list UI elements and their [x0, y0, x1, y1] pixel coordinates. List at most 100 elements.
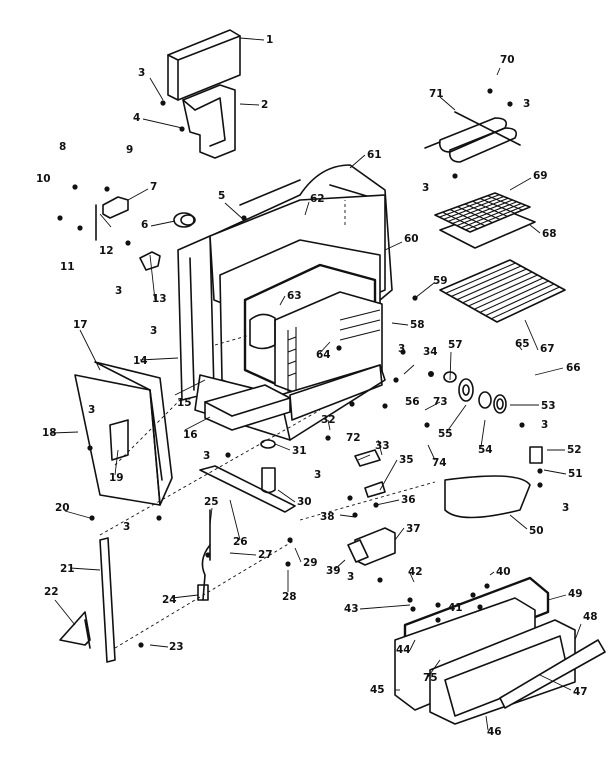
leader-line: [427, 444, 436, 461]
leader-line: [359, 604, 411, 610]
callout-40: 40: [496, 566, 511, 578]
leader-line: [79, 329, 101, 371]
callout-64: 64: [316, 349, 331, 361]
leader-line: [539, 674, 572, 691]
callout-72: 72: [346, 432, 361, 444]
callout-3-repeat: 3: [115, 285, 122, 297]
screw: [156, 515, 162, 521]
screw: [89, 515, 95, 521]
callout-18: 18: [42, 427, 57, 439]
callout-48: 48: [583, 611, 598, 623]
leader-line: [229, 552, 257, 556]
callout-70: 70: [500, 54, 515, 66]
leader-line: [439, 96, 456, 111]
callout-3-repeat: 3: [203, 450, 210, 462]
callout-58: 58: [410, 319, 425, 331]
leader-line: [339, 514, 356, 518]
leader-line: [403, 364, 415, 375]
leader-line: [277, 489, 296, 503]
rack-wire: [479, 280, 549, 313]
leader-line: [543, 469, 567, 475]
screw: [336, 345, 342, 351]
callout-54: 54: [478, 444, 493, 456]
leader-line: [127, 188, 149, 201]
callout-25: 25: [204, 496, 219, 508]
callout-28: 28: [282, 591, 297, 603]
callout-20: 20: [55, 502, 70, 514]
callout-21: 21: [60, 563, 75, 575]
leader-line: [384, 241, 403, 251]
leader-line: [379, 459, 398, 491]
callout-19: 19: [109, 472, 124, 484]
callout-67: 67: [540, 343, 555, 355]
leader-line: [524, 319, 539, 351]
callout-12: 12: [99, 245, 114, 257]
screw: [424, 422, 430, 428]
callouts: 1 2 3 4 5 6 7 8 9 10 11 12 13 14 15 16 1…: [36, 34, 598, 738]
callout-15: 15: [177, 397, 192, 409]
callout-52: 52: [567, 444, 582, 456]
leader-line: [274, 443, 291, 451]
leader-line: [279, 295, 286, 306]
callout-23: 23: [169, 641, 184, 653]
side-bracket: [95, 196, 129, 241]
screw: [377, 577, 383, 583]
grill-bar: [457, 206, 493, 224]
leader-line: [327, 419, 331, 431]
callout-61: 61: [367, 149, 382, 161]
callout-66: 66: [566, 362, 581, 374]
grill-bar: [479, 197, 516, 214]
callout-75: 75: [423, 672, 438, 684]
leader-line: [489, 571, 495, 576]
leader-line: [54, 599, 76, 626]
screw: [352, 512, 358, 518]
callout-29: 29: [303, 557, 318, 569]
callout-73: 73: [433, 396, 448, 408]
callout-27: 27: [258, 549, 273, 561]
leader-line: [149, 644, 169, 648]
leader-line: [239, 37, 265, 41]
callout-1: 1: [266, 34, 273, 46]
callout-59: 59: [433, 275, 448, 287]
screw: [205, 552, 211, 558]
gas-valve: [347, 449, 396, 566]
callout-3-repeat: 3: [398, 343, 405, 355]
rack-wire: [485, 283, 555, 317]
callout-44: 44: [396, 644, 411, 656]
leader-line: [449, 351, 452, 381]
callout-31: 31: [292, 445, 307, 457]
leader-line: [547, 594, 567, 601]
clip: [139, 251, 161, 271]
leader-line: [529, 224, 541, 234]
screw: [435, 602, 441, 608]
callout-34: 34: [423, 346, 438, 358]
callout-49: 49: [568, 588, 583, 600]
callout-38: 38: [320, 511, 335, 523]
screw: [452, 173, 458, 179]
callout-56: 56: [405, 396, 420, 408]
callout-57: 57: [448, 339, 463, 351]
vent-bracket: [182, 84, 236, 159]
leader-line: [445, 404, 467, 434]
repeat-callouts: 3 3 3 3 3 3 3 3 3 3 3 3: [88, 98, 569, 583]
callout-5: 5: [218, 190, 225, 202]
leader-line: [139, 357, 179, 361]
callout-42: 42: [408, 566, 423, 578]
oven-door: [394, 576, 606, 725]
screw: [435, 617, 441, 623]
screw: [125, 240, 131, 246]
leader-line: [174, 379, 206, 396]
callout-71: 71: [429, 88, 444, 100]
callout-3-repeat: 3: [347, 571, 354, 583]
callout-8: 8: [59, 141, 66, 153]
callout-6: 6: [141, 219, 148, 231]
leader-line: [149, 77, 164, 101]
callout-47: 47: [573, 686, 588, 698]
callout-43: 43: [344, 603, 359, 615]
callout-4: 4: [133, 112, 140, 124]
screw: [87, 445, 93, 451]
callout-3-repeat: 3: [523, 98, 530, 110]
screw: [77, 225, 83, 231]
screw: [507, 101, 513, 107]
